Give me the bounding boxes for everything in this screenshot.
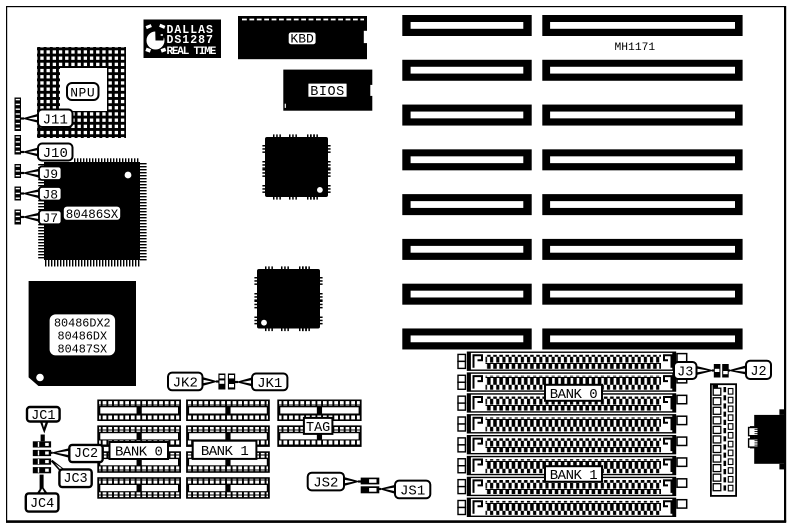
svg-text:JK2: JK2 [173,375,198,391]
svg-text:J3: J3 [677,365,693,380]
svg-text:J7: J7 [42,211,58,226]
svg-text:J2: J2 [750,365,766,380]
svg-text:JK1: JK1 [257,376,282,392]
svg-text:JC4: JC4 [30,497,54,512]
svg-text:DALLAS: DALLAS [167,24,214,37]
svg-text:80486DX2: 80486DX2 [54,317,111,331]
svg-text:80487SX: 80487SX [58,343,108,357]
svg-text:REAL TIME: REAL TIME [167,46,217,58]
svg-text:BANK 1: BANK 1 [201,444,249,460]
svg-text:JS1: JS1 [400,483,425,499]
svg-text:TAG: TAG [306,421,330,436]
svg-text:J11: J11 [43,112,68,128]
svg-text:JC3: JC3 [63,472,87,487]
svg-text:J10: J10 [43,146,68,162]
svg-text:BIOS: BIOS [310,85,344,100]
svg-text:DS1287: DS1287 [167,34,214,47]
svg-text:J8: J8 [42,187,58,202]
svg-text:JS2: JS2 [313,476,338,492]
svg-text:J9: J9 [42,167,58,182]
svg-text:80486SX: 80486SX [66,208,119,222]
svg-text:JC2: JC2 [74,447,98,462]
svg-text:JC1: JC1 [31,409,55,424]
svg-text:BANK 1: BANK 1 [550,468,598,484]
svg-text:BANK 0: BANK 0 [115,445,163,461]
svg-text:KBD: KBD [290,32,314,47]
svg-text:80486DX: 80486DX [58,330,108,344]
svg-text:MH1171: MH1171 [615,42,656,54]
svg-text:BANK 0: BANK 0 [550,387,598,403]
svg-text:NPU: NPU [70,85,95,100]
